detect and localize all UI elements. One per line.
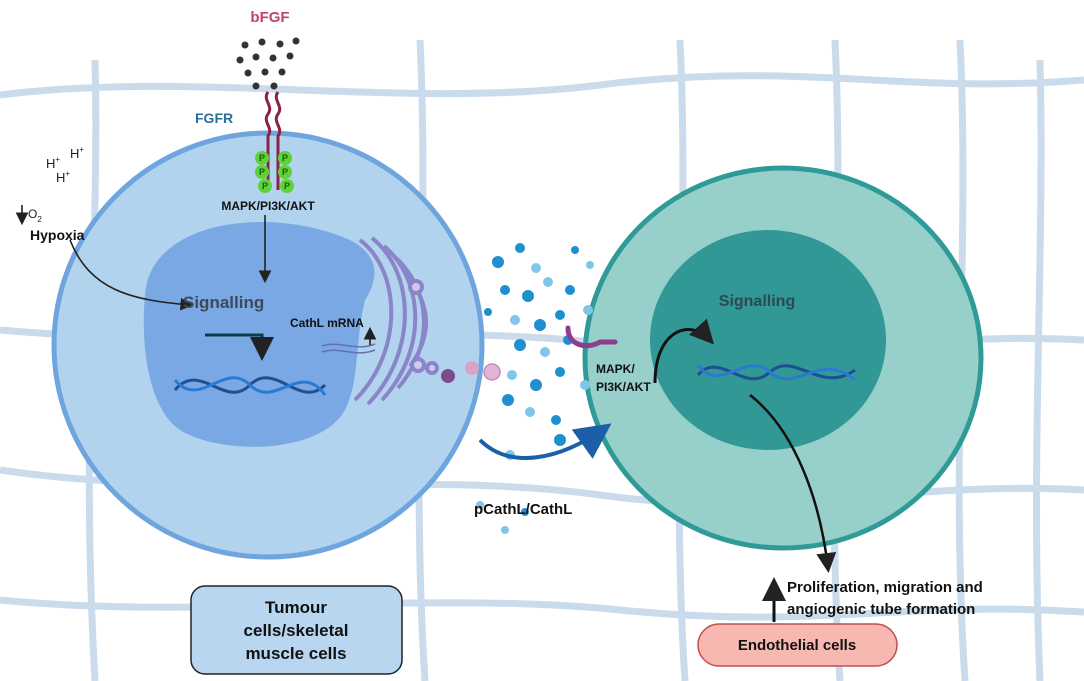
- fgfr-receptor: [264, 91, 282, 190]
- outcome-line-2: angiogenic tube formation: [787, 601, 975, 618]
- tumour-box-line-2: cells/skeletal: [244, 621, 349, 640]
- cathl-mrna-label: CathL mRNA: [290, 316, 364, 330]
- phospho-label: P: [262, 181, 268, 191]
- tumour-box-line-3: muscle cells: [245, 644, 346, 663]
- outcome-line-1: Proliferation, migration and: [787, 579, 983, 596]
- arrow-endothelial-outcome: [749, 394, 837, 573]
- dna-helix-right: [696, 364, 856, 382]
- phospho-label: P: [259, 153, 265, 163]
- endothelial-cell: [582, 165, 984, 551]
- pathway-right-label-2: PI3K/AKT: [596, 380, 651, 394]
- mrna-strand: [321, 343, 376, 354]
- h-ion-label: H+: [46, 155, 60, 171]
- tumour-cells-box: [190, 585, 403, 675]
- pathway-left-label: MAPK/PI3K/AKT: [221, 199, 315, 213]
- pathway-right-label-1: MAPK/: [596, 362, 635, 376]
- phosphorylation-sites: [255, 151, 294, 193]
- hypoxia-label: Hypoxia: [30, 227, 85, 243]
- endothelial-cells-box: [697, 623, 898, 667]
- h-ion-label: H+: [56, 169, 70, 185]
- fgfr-label: FGFR: [195, 110, 233, 126]
- tumour-box-line-1: Tumour: [265, 598, 327, 617]
- phospho-label: P: [282, 153, 288, 163]
- bfgf-label: bFGF: [250, 9, 289, 26]
- bfgf-ligand-dots: [236, 37, 300, 90]
- h-ion-label: H+: [70, 145, 84, 161]
- endothelial-receptor: [565, 325, 618, 349]
- arrow-hypoxia-to-signalling: [69, 239, 194, 311]
- arrow-transcription-left: [205, 333, 274, 361]
- signalling-right-label: Signalling: [719, 293, 795, 310]
- secreted-cathl-label: pCathL/CathL: [474, 501, 572, 518]
- signalling-left-label: Signalling: [183, 293, 264, 312]
- tumour-cell: [51, 130, 485, 560]
- golgi-apparatus: [353, 236, 439, 406]
- arrow-endothelial-signalling: [653, 318, 715, 384]
- arrow-secretion: [478, 423, 612, 460]
- endothelial-box-label: Endothelial cells: [738, 637, 856, 654]
- endothelial-nucleus: [650, 230, 886, 450]
- dna-helix-left: [173, 376, 327, 396]
- phospho-label: P: [259, 167, 265, 177]
- phospho-label: P: [284, 181, 290, 191]
- o2-label: O2: [28, 207, 42, 224]
- secretory-vesicles: [441, 361, 501, 383]
- phospho-label: P: [282, 167, 288, 177]
- cathl-particles: [476, 243, 594, 534]
